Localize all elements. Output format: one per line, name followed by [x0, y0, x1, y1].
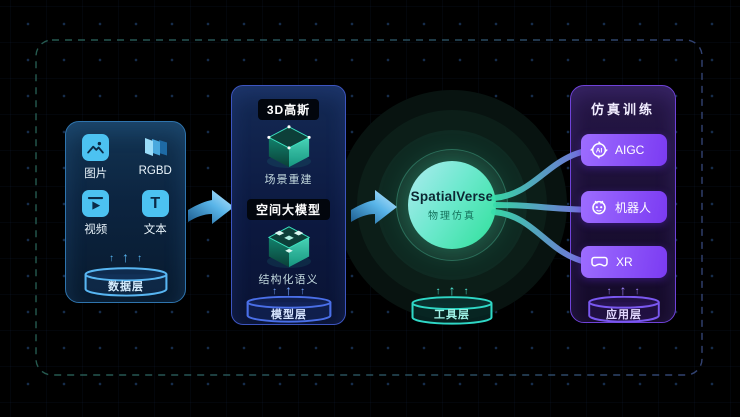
data-item-label: 图片	[84, 168, 108, 180]
cube-scene-icon	[266, 125, 311, 169]
cube-semantic-icon	[266, 226, 311, 269]
data-item-video: 视频	[82, 190, 110, 237]
flow-arrow-model-to-core	[351, 190, 397, 224]
core-circle: SpatialVerse 物理仿真	[408, 161, 496, 249]
app-button-label: XR	[616, 255, 633, 269]
application-layer-cylinder: 应用层	[587, 296, 661, 324]
app-button-robot: 机器人	[581, 191, 667, 223]
xr-icon	[591, 256, 608, 267]
module-badge-gaussian: 3D高斯	[257, 99, 320, 120]
up-arrows-app: ↑↑↑	[606, 282, 640, 298]
application-layer-box: 仿真训练 AI AIGC 机器人 XR	[570, 85, 676, 323]
core-subtitle: 物理仿真	[428, 210, 476, 222]
rgbd-icon	[142, 134, 169, 161]
data-item-text: T 文本	[141, 190, 169, 237]
module-caption-semantic: 结构化语义	[258, 274, 319, 286]
data-layer-grid: 图片 RGBD 视频	[66, 134, 185, 237]
flow-arrow-data-to-model	[188, 190, 234, 224]
cylinder-label: 应用层	[606, 308, 642, 321]
app-title: 仿真训练	[590, 102, 655, 117]
model-layer-cylinder: 模型层	[245, 296, 333, 324]
cylinder-label: 数据层	[108, 280, 144, 293]
cylinder-label: 工具层	[434, 309, 470, 322]
cylinder-label: 模型层	[271, 308, 307, 321]
image-icon	[82, 134, 110, 161]
data-item-label: 视频	[84, 224, 108, 236]
aigc-icon-text: AI	[596, 148, 603, 155]
up-arrows-data: ↑↑↑	[109, 249, 142, 265]
core-title: SpatialVerse	[410, 188, 494, 204]
data-item-image: 图片	[82, 134, 110, 181]
app-button-xr: XR	[581, 246, 667, 278]
module-badge-spatial-model: 空间大模型	[246, 199, 330, 220]
robot-icon	[592, 200, 606, 215]
model-layer-box: 3D高斯 场景重建 空间大模型 结构化语义 ↑↑↑	[231, 85, 346, 325]
data-layer-box: 图片 RGBD 视频	[65, 121, 186, 303]
data-layer-cylinder: 数据层	[83, 267, 169, 298]
up-arrows-model: ↑↑↑	[272, 282, 305, 298]
app-button-label: AIGC	[615, 143, 645, 157]
up-arrows-tool: ↑↑↑	[435, 282, 469, 298]
app-button-aigc: AI AIGC	[581, 134, 667, 166]
module-caption-scene: 场景重建	[264, 174, 313, 186]
aigc-icon: AI	[590, 141, 608, 159]
text-icon: T	[141, 190, 169, 217]
data-item-label: RGBD	[138, 165, 172, 177]
data-item-rgbd: RGBD	[139, 134, 172, 181]
data-item-label: 文本	[143, 224, 167, 236]
tool-layer-cylinder: 工具层	[410, 296, 494, 326]
app-button-label: 机器人	[615, 200, 652, 215]
video-icon	[82, 190, 110, 217]
text-icon-glyph: T	[150, 194, 161, 212]
